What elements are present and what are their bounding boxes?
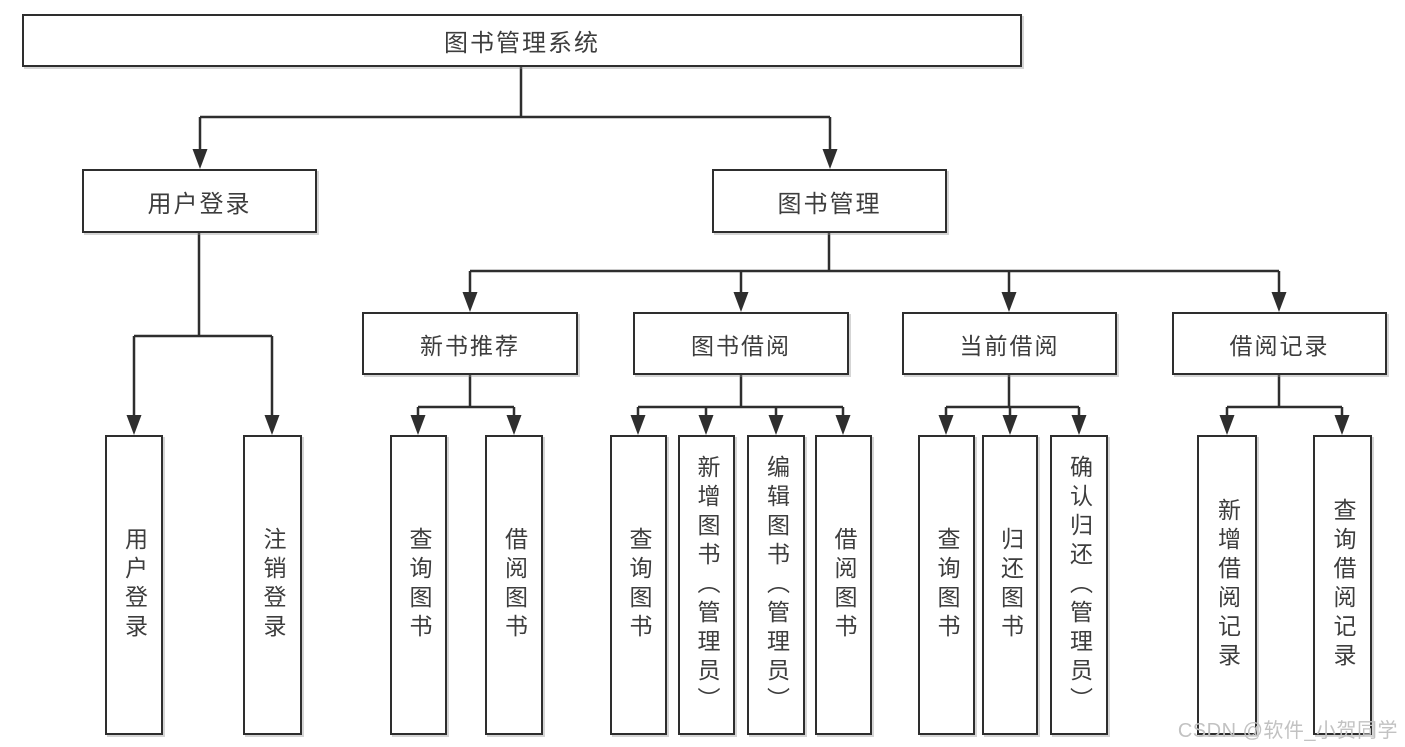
node-book-management: 图书管理 xyxy=(712,169,947,233)
node-label: 借阅图书 xyxy=(501,527,528,643)
node-label: 用户登录 xyxy=(121,527,148,643)
node-label: 查询图书 xyxy=(406,527,432,643)
node-label: 当前借阅 xyxy=(959,332,1060,359)
leaf-edit-book-admin: 编辑图书（管理员） xyxy=(747,435,805,735)
connector-user-login xyxy=(126,233,280,435)
leaf-confirm-return-admin: 确认归还（管理员） xyxy=(1050,435,1108,735)
arrow-down-icon xyxy=(410,415,426,435)
arrow-down-icon xyxy=(1334,415,1350,435)
leaf-return-books: 归还图书 xyxy=(982,435,1038,735)
leaf-query-books-borrowing: 查询图书 xyxy=(610,435,667,735)
node-label: 注销登录 xyxy=(260,527,286,643)
arrow-down-icon xyxy=(1071,415,1087,435)
node-current-borrowing: 当前借阅 xyxy=(902,312,1117,375)
watermark: CSDN @软件_小贺同学 xyxy=(1177,720,1398,742)
arrow-down-icon xyxy=(1271,292,1287,312)
node-label: 新增图书（管理员） xyxy=(694,454,720,716)
node-user-login: 用户登录 xyxy=(82,169,317,233)
node-label: 图书管理系统 xyxy=(444,30,600,57)
leaf-logout: 注销登录 xyxy=(243,435,302,735)
leaf-add-book-admin: 新增图书（管理员） xyxy=(678,435,735,735)
node-label: 图书管理 xyxy=(777,190,882,218)
node-library-management-system: 图书管理系统 xyxy=(22,14,1022,67)
leaf-add-borrow-record: 新增借阅记录 xyxy=(1197,435,1257,735)
arrow-down-icon xyxy=(698,415,714,435)
connector-current-borrowing xyxy=(938,375,1087,435)
node-label: 编辑图书（管理员） xyxy=(763,454,790,716)
connector-root xyxy=(192,66,838,169)
node-book-borrowing: 图书借阅 xyxy=(633,312,849,375)
arrow-down-icon xyxy=(733,292,749,312)
arrow-down-icon xyxy=(1001,292,1017,312)
arrow-down-icon xyxy=(506,415,522,435)
connector-new-book xyxy=(410,375,522,435)
node-label: 确认归还（管理员） xyxy=(1066,454,1093,716)
node-label: 新书推荐 xyxy=(420,332,520,359)
arrow-down-icon xyxy=(192,149,208,169)
arrow-down-icon xyxy=(938,415,954,435)
leaf-query-books-recommend: 查询图书 xyxy=(390,435,447,735)
arrow-down-icon xyxy=(1002,415,1018,435)
arrow-down-icon xyxy=(126,415,142,435)
leaf-borrow-books-borrowing: 借阅图书 xyxy=(815,435,872,735)
node-borrowing-records: 借阅记录 xyxy=(1172,312,1387,375)
arrow-down-icon xyxy=(630,415,646,435)
connector-borrowing-records xyxy=(1219,375,1350,435)
node-label: 查询图书 xyxy=(626,527,652,643)
arrow-down-icon xyxy=(264,415,280,435)
leaf-borrow-books-recommend: 借阅图书 xyxy=(485,435,543,735)
connector-book-borrowing xyxy=(630,375,851,435)
node-new-book-recommendation: 新书推荐 xyxy=(362,312,578,375)
connector-book-management xyxy=(462,233,1287,312)
node-label: 图书借阅 xyxy=(691,332,791,359)
leaf-query-books-current: 查询图书 xyxy=(918,435,975,735)
node-label: 借阅图书 xyxy=(831,527,857,643)
node-label: 查询图书 xyxy=(934,527,960,643)
arrow-down-icon xyxy=(835,415,851,435)
node-label: 用户登录 xyxy=(147,190,252,218)
leaf-user-login: 用户登录 xyxy=(105,435,163,735)
node-label: 归还图书 xyxy=(997,527,1024,643)
arrow-down-icon xyxy=(768,415,784,435)
arrow-down-icon xyxy=(1219,415,1235,435)
node-label: 借阅记录 xyxy=(1229,332,1330,359)
node-label: 新增借阅记录 xyxy=(1214,498,1241,672)
node-label: 查询借阅记录 xyxy=(1330,498,1356,672)
arrow-down-icon xyxy=(462,292,478,312)
leaf-query-borrow-record: 查询借阅记录 xyxy=(1313,435,1372,735)
arrow-down-icon xyxy=(822,149,838,169)
